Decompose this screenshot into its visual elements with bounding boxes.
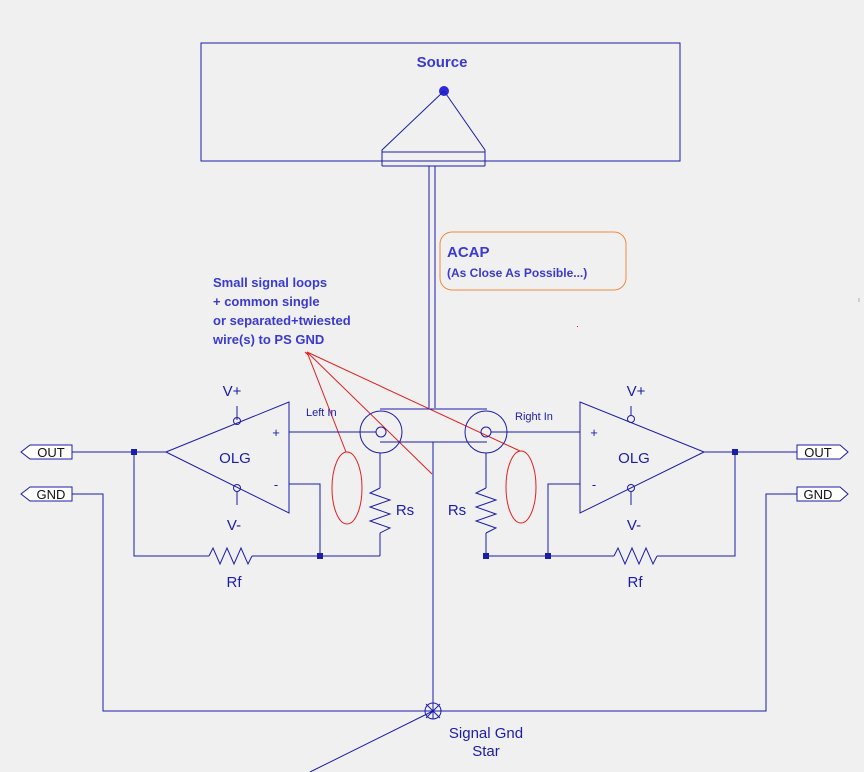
acap-title: ACAP bbox=[447, 244, 490, 261]
opamp-icon bbox=[579, 401, 706, 514]
left-gnd-label: GND bbox=[37, 487, 66, 502]
acap-callout: ACAP (As Close As Possible...) bbox=[439, 231, 627, 291]
right-out-port bbox=[796, 444, 849, 460]
resistor-icon bbox=[474, 487, 498, 534]
left-vminus-label: V- bbox=[227, 517, 241, 534]
right-in-label: Right In bbox=[515, 411, 553, 423]
left-vplus-label: V+ bbox=[223, 383, 242, 400]
note-text: Small signal loops + common single or se… bbox=[212, 275, 351, 347]
resistor-icon bbox=[613, 546, 658, 566]
left-rf-label: Rf bbox=[227, 574, 243, 591]
resistor-icon bbox=[208, 546, 253, 566]
right-plus-sign: + bbox=[590, 425, 598, 440]
acap-subtitle: (As Close As Possible...) bbox=[447, 266, 587, 280]
right-minus-sign: - bbox=[592, 477, 596, 492]
source-block: Source bbox=[200, 42, 681, 167]
note-line-2: + common single bbox=[213, 294, 320, 309]
right-out-label: OUT bbox=[804, 445, 832, 460]
ground-star: Signal Gnd Star bbox=[309, 702, 523, 772]
note-line-4: wire(s) to PS GND bbox=[212, 332, 324, 347]
note-line-3: or separated+twiested bbox=[213, 313, 351, 328]
right-rs-label: Rs bbox=[448, 502, 466, 519]
left-amp-label: OLG bbox=[219, 450, 251, 467]
right-amp-label: OLG bbox=[618, 450, 650, 467]
right-loop-annotation bbox=[505, 450, 537, 524]
ground-star-label-1: Signal Gnd bbox=[449, 725, 523, 742]
ground-star-label-2: Star bbox=[472, 743, 500, 760]
left-in-label: Left In bbox=[306, 407, 337, 419]
right-vminus-label: V- bbox=[627, 517, 641, 534]
right-channel: OLG V+ V- + - Right In Rf Rs OUT bbox=[433, 383, 849, 712]
right-gnd-port bbox=[796, 486, 849, 502]
left-out-port bbox=[20, 444, 73, 460]
left-plus-sign: + bbox=[272, 425, 280, 440]
resistor-icon bbox=[368, 487, 392, 534]
note-line-1: Small signal loops bbox=[213, 275, 327, 290]
left-out-label: OUT bbox=[37, 445, 65, 460]
left-minus-sign: - bbox=[274, 477, 278, 492]
left-loop-annotation bbox=[331, 451, 363, 525]
annotation-lines bbox=[304, 351, 537, 525]
right-rf-label: Rf bbox=[628, 574, 644, 591]
right-vplus-label: V+ bbox=[627, 383, 646, 400]
opamp-icon bbox=[164, 401, 290, 514]
source-label: Source bbox=[417, 54, 468, 71]
right-gnd-label: GND bbox=[804, 487, 833, 502]
ground-star-icon bbox=[424, 702, 442, 720]
left-rs-label: Rs bbox=[396, 502, 414, 519]
left-channel: OLG V+ V- + - Left In Rf Rs OUT bbox=[20, 383, 433, 712]
